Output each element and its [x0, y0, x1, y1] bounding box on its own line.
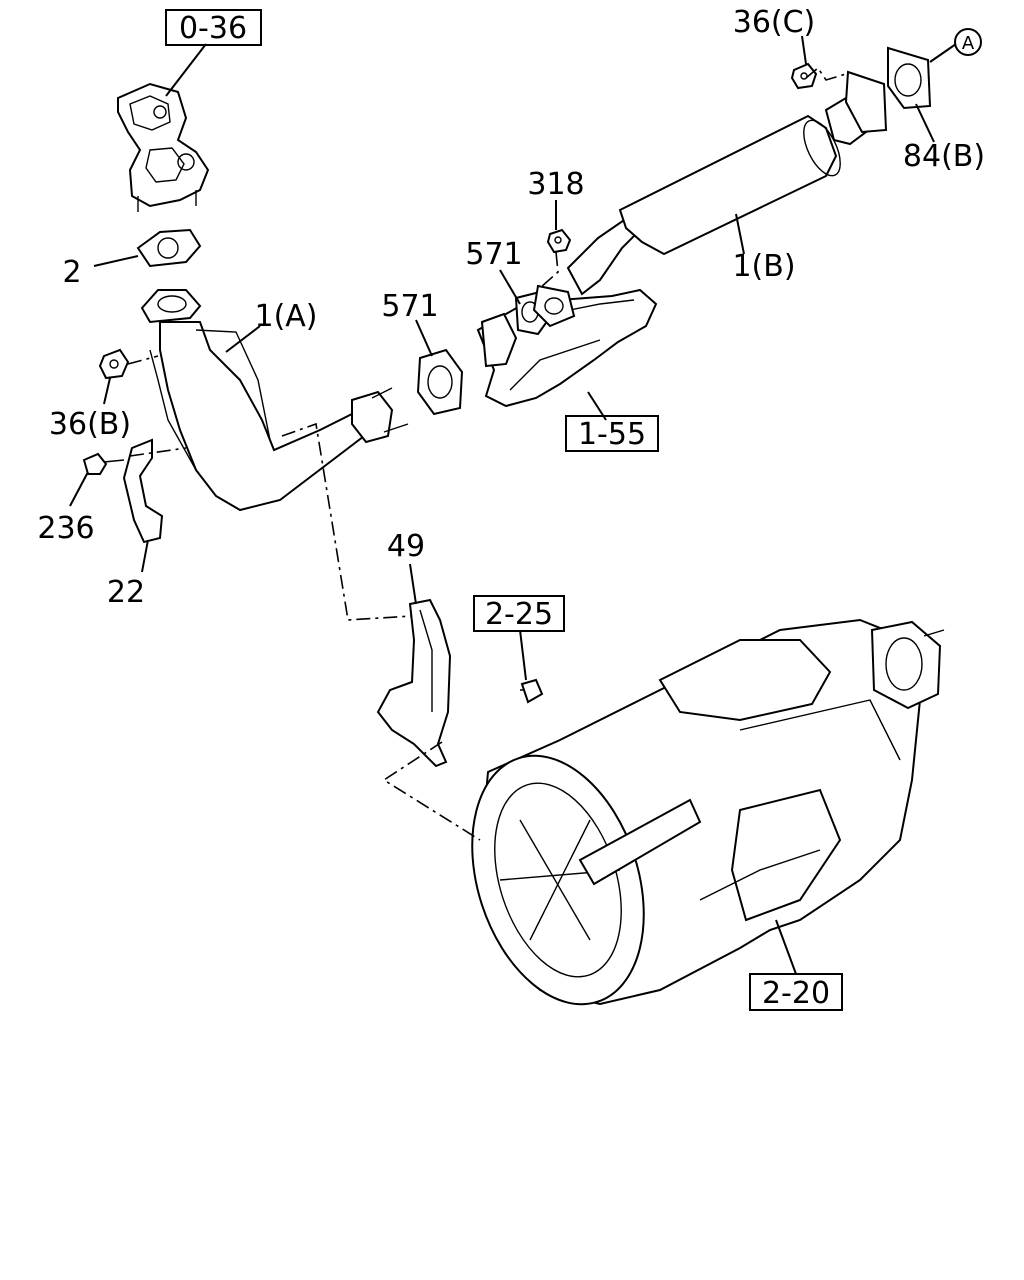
ref-2-20-label: 2-20 — [762, 976, 830, 1011]
leader-lines — [69, 35, 957, 975]
ref-2-25-label: 2-25 — [485, 597, 553, 632]
gasket-2-part — [136, 228, 202, 268]
ref-box-1-55[interactable]: 1-55 — [565, 415, 659, 452]
ref-0-36-label: 0-36 — [179, 11, 247, 46]
bracket-49-part — [376, 598, 544, 768]
bracket-22-part — [122, 438, 164, 544]
assembly-guide-lines — [127, 66, 847, 841]
callout-571-lower: 571 — [381, 289, 438, 324]
callout-571-upper: 571 — [465, 237, 522, 272]
callout-1a: 1(A) — [254, 299, 317, 334]
front-exhaust-pipe-part — [140, 289, 409, 512]
nut-36b-part — [98, 348, 130, 380]
transmission-part — [471, 618, 945, 1006]
callout-36c: 36(C) — [733, 5, 816, 40]
callout-36b: 36(B) — [49, 407, 131, 442]
callout-1b: 1(B) — [732, 249, 795, 284]
callout-22: 22 — [107, 575, 145, 610]
callout-318: 318 — [527, 167, 584, 202]
ref-1-55-label: 1-55 — [578, 417, 646, 452]
callout-a-circle: A — [954, 28, 982, 56]
callout-236: 236 — [37, 511, 94, 546]
callout-a-label: A — [962, 33, 975, 54]
ref-box-0-36[interactable]: 0-36 — [165, 9, 262, 46]
callout-2: 2 — [62, 255, 81, 290]
gasket-571-lower-part — [416, 348, 464, 416]
rear-pipe-muffler-part — [566, 70, 888, 296]
callout-84b: 84(B) — [903, 139, 985, 174]
ref-box-2-25[interactable]: 2-25 — [473, 595, 565, 632]
nut-36c-part — [790, 62, 818, 90]
nut-318-part — [546, 228, 572, 254]
callout-49: 49 — [387, 529, 425, 564]
exhaust-manifold-part — [117, 82, 210, 212]
ref-box-2-20[interactable]: 2-20 — [749, 973, 843, 1011]
converter-assembly-part — [476, 284, 658, 408]
bolt-236-part — [82, 452, 125, 475]
gasket-84b-part — [887, 46, 932, 110]
